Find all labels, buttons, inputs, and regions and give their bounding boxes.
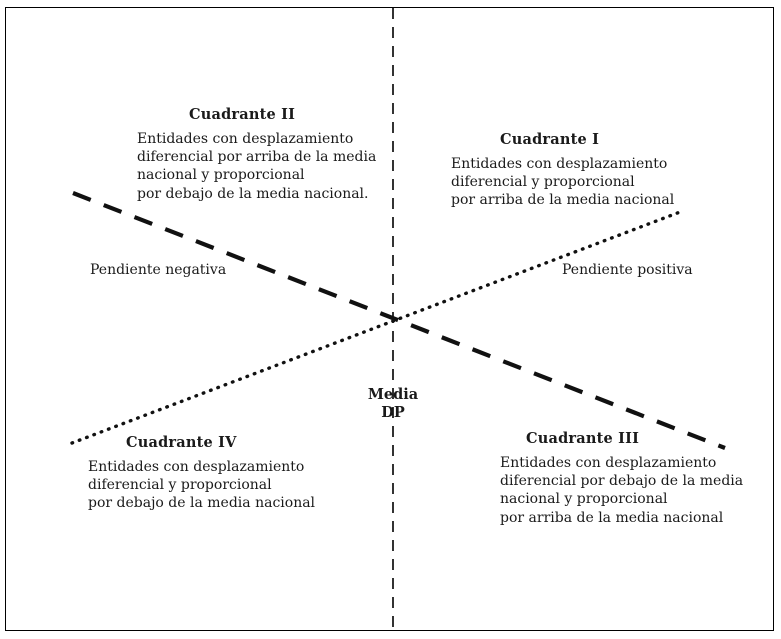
quadrant-iv-title: Cuadrante IV bbox=[126, 434, 237, 451]
negative-slope-line bbox=[72, 191, 726, 450]
quadrant-ii-description: Entidades con desplazamiento diferencial… bbox=[137, 131, 377, 202]
quadrant-iv-description: Entidades con desplazamiento diferencial… bbox=[88, 459, 316, 512]
positive-slope-line bbox=[70, 210, 682, 445]
diagram-border bbox=[5, 7, 774, 631]
quadrant-iii-title: Cuadrante III bbox=[526, 430, 640, 447]
quadrant-i-title: Cuadrante I bbox=[500, 131, 600, 148]
quadrant-block-iii: Cuadrante III Entidades con desplazamien… bbox=[500, 430, 743, 527]
positive-slope-label: Pendiente positiva bbox=[562, 262, 693, 278]
mean-axis-label: Media DP bbox=[367, 386, 419, 422]
quadrant-ii-title: Cuadrante II bbox=[189, 106, 296, 123]
quadrant-block-ii: Cuadrante II Entidades con desplazamient… bbox=[137, 106, 376, 203]
quadrant-i-description: Entidades con desplazamiento diferencial… bbox=[451, 156, 675, 209]
quadrant-iii-description: Entidades con desplazamiento diferencial… bbox=[500, 455, 744, 526]
negative-slope-label: Pendiente negativa bbox=[90, 262, 227, 278]
quadrant-block-i: Cuadrante I Entidades con desplazamiento… bbox=[451, 131, 674, 210]
quadrant-block-iv: Cuadrante IV Entidades con desplazamient… bbox=[88, 434, 315, 513]
